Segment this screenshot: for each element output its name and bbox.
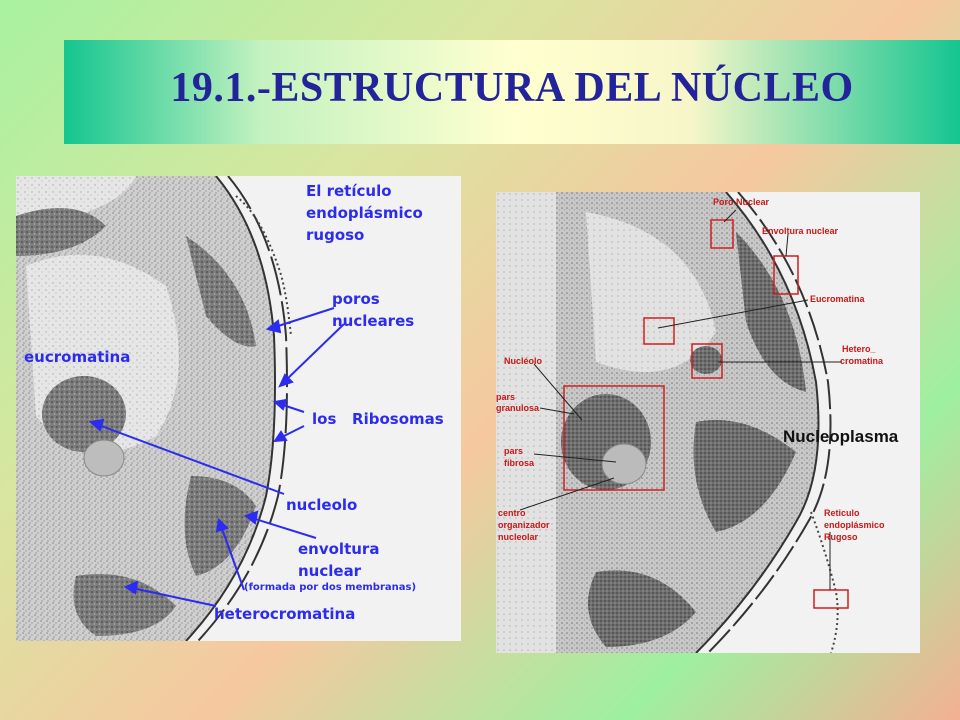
left-diagram-svg: El retículo endoplásmico rugoso poros nu… bbox=[16, 176, 444, 641]
page-title: 19.1.-ESTRUCTURA DEL NÚCLEO bbox=[170, 65, 854, 111]
label-right-reticulo-1: Reticulo bbox=[824, 508, 860, 518]
label-right-nucleolo: Nucléolo bbox=[504, 356, 543, 366]
label-centro-1: centro bbox=[498, 508, 526, 518]
left-nucleus-diagram: El retículo endoplásmico rugoso poros nu… bbox=[16, 176, 461, 641]
right-nucleolus-fibrous bbox=[601, 443, 647, 485]
label-hetero-1: Hetero_ bbox=[842, 344, 877, 354]
nucleoplasm-label: Nucleoplasma bbox=[783, 427, 899, 446]
label-poros-2: nucleares bbox=[332, 312, 414, 330]
nuclear-envelope-inner bbox=[185, 176, 276, 641]
right-diagram-svg: Poro Nuclear Envoltura nuclear Eucromati… bbox=[496, 192, 885, 653]
right-heterochromatin-2 bbox=[693, 420, 796, 532]
label-envoltura-nuclear: Envoltura nuclear bbox=[762, 226, 839, 236]
heterochromatin-blob-1 bbox=[186, 236, 256, 347]
label-pars-gran-2: granulosa bbox=[496, 403, 540, 413]
label-reticulo-2: endoplásmico bbox=[306, 204, 423, 222]
label-reticulo-1: El retículo bbox=[306, 182, 392, 200]
label-centro-2: organizador bbox=[498, 520, 550, 530]
right-nucleus-diagram: Poro Nuclear Envoltura nuclear Eucromati… bbox=[496, 192, 920, 653]
label-eucromatina: eucromatina bbox=[24, 348, 130, 366]
label-ribosomas: los Ribosomas bbox=[312, 410, 444, 428]
nucleolus-fibrous-part bbox=[83, 439, 125, 477]
heterochromatin-blob-4 bbox=[16, 208, 106, 256]
label-envoltura-2: nuclear bbox=[298, 562, 362, 580]
label-right-eucromatina: Eucromatina bbox=[810, 294, 866, 304]
label-envoltura-3: (formada por dos membranas) bbox=[244, 582, 416, 593]
right-heterochromatin-4 bbox=[690, 346, 722, 374]
right-envelope-inner bbox=[695, 192, 820, 653]
label-reticulo-3: rugoso bbox=[306, 226, 364, 244]
red-boxes bbox=[563, 219, 849, 609]
label-envoltura-1: envoltura bbox=[298, 540, 379, 558]
label-pars-gran-1: pars bbox=[496, 392, 515, 402]
right-euchromatin-region bbox=[586, 212, 716, 372]
label-centro-3: nucleolar bbox=[498, 532, 539, 542]
nucleolus bbox=[42, 376, 126, 452]
label-right-reticulo-3: Rugoso bbox=[824, 532, 858, 542]
label-pars-fib-1: pars bbox=[504, 446, 523, 456]
right-heterochromatin-1 bbox=[736, 232, 806, 392]
left-arrows bbox=[88, 307, 345, 607]
label-pars-fib-2: fibrosa bbox=[504, 458, 535, 468]
label-hetero-2: cromatina bbox=[840, 356, 884, 366]
label-nucleolo: nucleolo bbox=[286, 496, 357, 514]
label-poros-1: poros bbox=[332, 290, 380, 308]
label-right-reticulo-2: endoplásmico bbox=[824, 520, 885, 530]
left-cytoplasm bbox=[496, 192, 556, 653]
title-banner: 19.1.-ESTRUCTURA DEL NÚCLEO bbox=[64, 40, 960, 144]
nuclear-envelope-outer bbox=[197, 176, 288, 641]
rough-er bbox=[235, 195, 292, 337]
label-poro-nuclear: Poro Nuclear bbox=[713, 197, 770, 207]
heterochromatin-blob-3 bbox=[73, 574, 176, 636]
right-envelope-outer bbox=[707, 192, 832, 653]
leader-lines bbox=[519, 209, 842, 590]
label-heterocromatina: heterocromatina bbox=[214, 605, 355, 623]
right-heterochromatin-3 bbox=[588, 570, 696, 647]
